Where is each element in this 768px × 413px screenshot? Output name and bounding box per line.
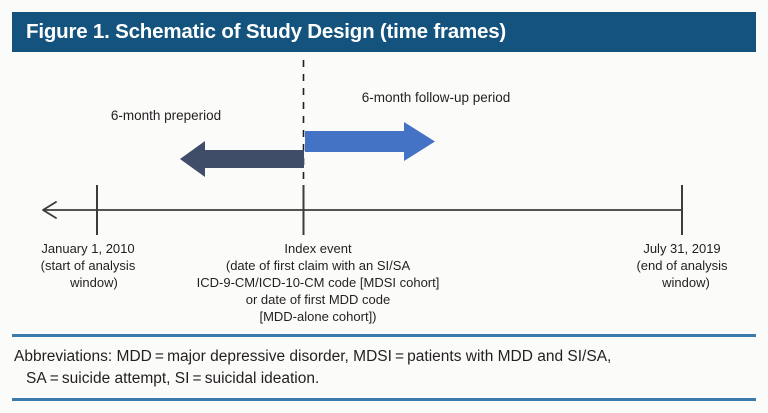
end-label-line2: (end of analysis	[636, 258, 728, 273]
followup-arrow	[305, 122, 435, 161]
figure-title-bar: Figure 1. Schematic of Study Design (tim…	[12, 12, 756, 52]
footnote-rule-bottom	[12, 398, 756, 401]
footnote-block: Abbreviations: MDD = major depressive di…	[12, 334, 756, 402]
index-label-line4: or date of first MDD code	[246, 292, 391, 307]
index-label-line5: [MDD-alone cohort])	[259, 309, 376, 324]
index-label-line3: ICD-9-CM/ICD-10-CM code [MDSI cohort]	[197, 275, 440, 290]
abbreviations-text: Abbreviations: MDD = major depressive di…	[14, 346, 756, 391]
figure-title: Figure 1. Schematic of Study Design (tim…	[26, 20, 507, 43]
followup-period-label: 6-month follow-up period	[362, 90, 511, 105]
end-label-line1: July 31, 2019	[643, 241, 720, 256]
start-label-line3: window)	[69, 275, 118, 290]
index-label-line1: Index event	[284, 241, 352, 256]
abbreviations-line2: SA = suicide attempt, SI = suicidal idea…	[26, 370, 320, 388]
end-label-line3: window)	[661, 275, 710, 290]
preperiod-label: 6-month preperiod	[111, 108, 221, 123]
abbreviations-line1: Abbreviations: MDD = major depressive di…	[14, 348, 612, 365]
index-label-line2: (date of first claim with an SI/SA	[226, 258, 411, 273]
footnote-rule-top	[12, 334, 756, 337]
start-label-line2: (start of analysis	[41, 258, 136, 273]
study-design-diagram: 6-month follow-up period 6-month preperi…	[0, 52, 768, 330]
timeline-left-arrowhead	[42, 201, 57, 219]
start-label-line1: January 1, 2010	[41, 241, 134, 256]
preperiod-arrow	[180, 141, 304, 177]
